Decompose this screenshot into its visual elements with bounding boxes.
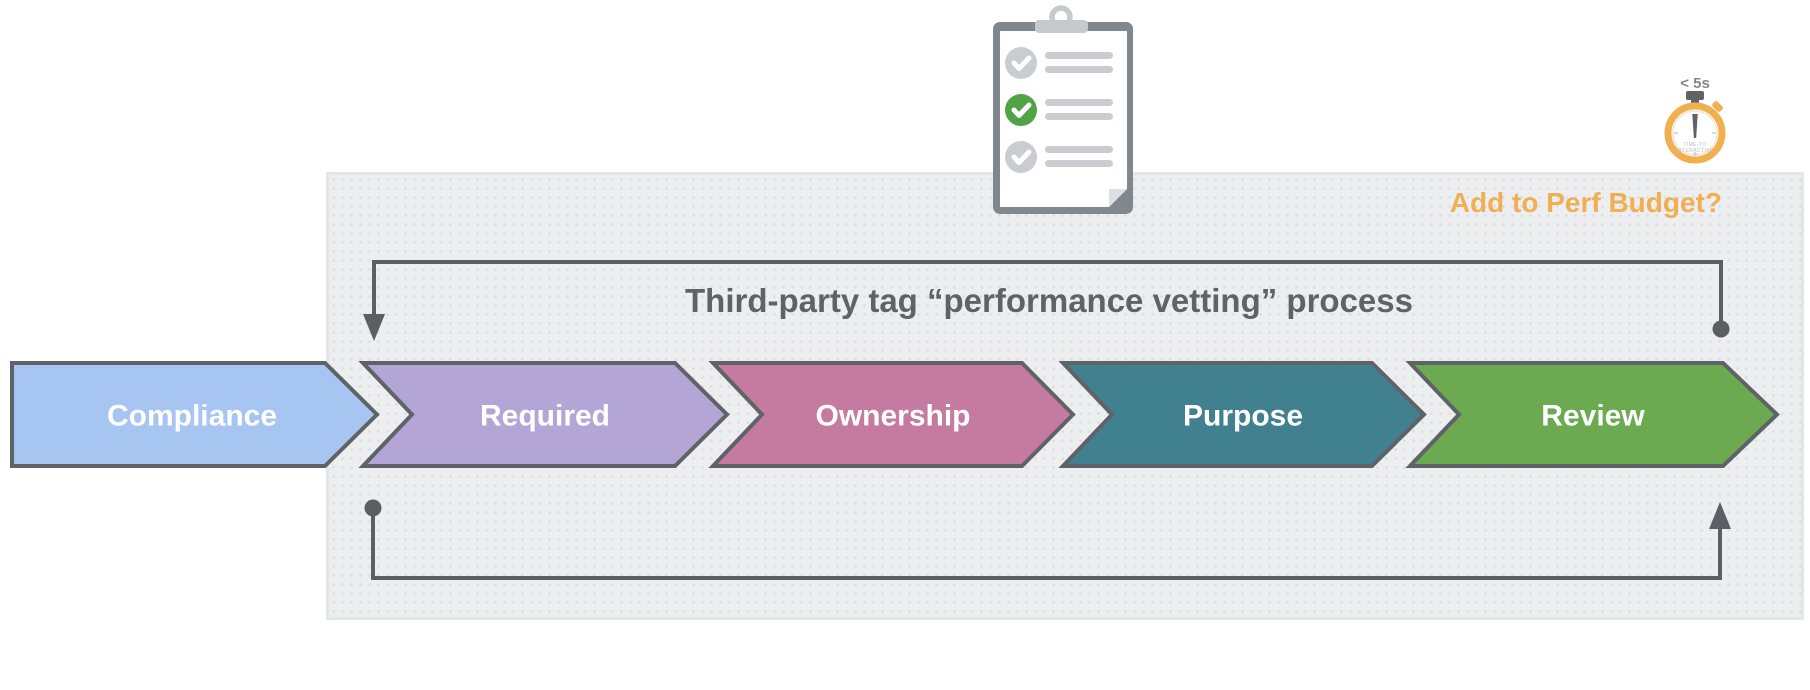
stopwatch-dial-text-line2: INTERACTIVE — [1676, 148, 1714, 154]
stopwatch-needle-icon — [1692, 114, 1698, 138]
loop-bottom-start-dot — [364, 499, 382, 517]
clipboard-clip — [1035, 20, 1088, 33]
loop-bottom-arrowhead-icon — [1709, 502, 1731, 529]
perf-budget-question: Add to Perf Budget? — [1449, 187, 1722, 218]
stopwatch-time-label: < 5s — [1680, 75, 1710, 92]
chevron-shape-required — [358, 361, 730, 468]
stopwatch-crown — [1712, 101, 1723, 112]
process-step-label-purpose: Purpose — [1183, 400, 1303, 433]
loop-bottom-connector — [364, 499, 1731, 580]
clipboard-paper-fold — [1109, 189, 1127, 207]
process-step-compliance: Compliance — [10, 361, 380, 468]
checklist-item-3 — [1005, 141, 1113, 173]
process-step-ownership: Ownership — [708, 361, 1076, 468]
loop-top-connector — [363, 260, 1730, 341]
checklist-line — [1045, 160, 1113, 167]
check-mark-icon — [1011, 102, 1032, 118]
chevron-shape-compliance — [10, 361, 380, 468]
process-step-label-ownership: Ownership — [815, 400, 970, 433]
stopwatch-button — [1686, 91, 1704, 100]
checklist-line — [1045, 99, 1113, 106]
checklist-item-2 — [1005, 94, 1113, 126]
stopwatch-tick-bottom — [1693, 152, 1697, 156]
chevron-shape-purpose — [1058, 361, 1427, 468]
checklist-line — [1045, 66, 1113, 73]
stopwatch-dial-text-line1: TIME-TO — [1683, 142, 1706, 148]
process-step-purpose: Purpose — [1058, 361, 1427, 468]
checklist-line — [1045, 52, 1113, 59]
stopwatch-icon: < 5s TIME-TO INTERACTIVE — [1664, 75, 1726, 164]
checklist-line — [1045, 113, 1113, 120]
process-step-review: Review — [1405, 361, 1780, 468]
checklist-clipboard-icon — [993, 5, 1133, 214]
loop-top-arrowhead-icon — [363, 314, 385, 341]
process-step-required: Required — [358, 361, 730, 468]
check-mark-icon — [1011, 55, 1032, 71]
chevron-shape-review — [1405, 361, 1780, 468]
process-step-label-compliance: Compliance — [107, 400, 277, 433]
process-step-label-review: Review — [1541, 400, 1645, 433]
checklist-line — [1045, 146, 1113, 153]
checklist-item-1 — [1005, 47, 1113, 79]
process-step-label-required: Required — [480, 400, 610, 433]
loop-top-start-dot — [1712, 320, 1730, 338]
check-mark-icon — [1011, 149, 1032, 165]
chevron-shape-ownership — [708, 361, 1076, 468]
diagram-title: Third-party tag “performance vetting” pr… — [685, 282, 1413, 319]
